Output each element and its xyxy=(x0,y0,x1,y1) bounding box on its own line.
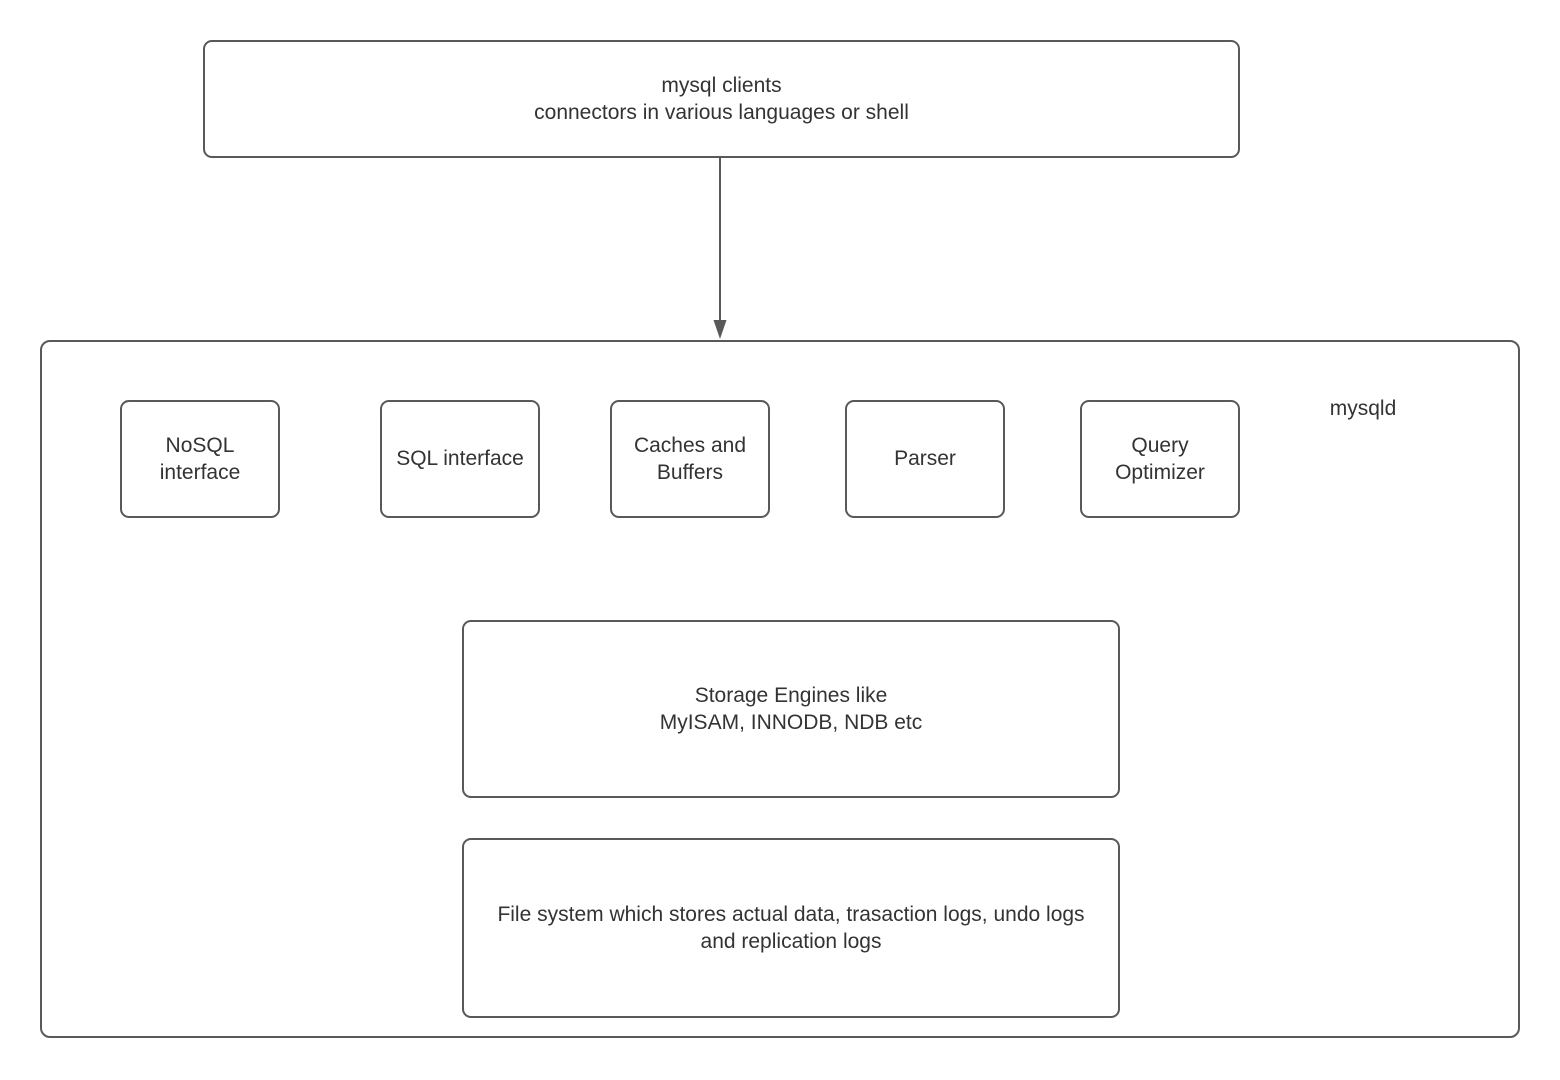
mysql-clients-node: mysql clients connectors in various lang… xyxy=(203,40,1240,158)
sql-interface-node: SQL interface xyxy=(380,400,540,518)
query-optimizer-node: Query Optimizer xyxy=(1080,400,1240,518)
file-system-label: File system which stores actual data, tr… xyxy=(497,902,1085,953)
sql-interface-label: SQL interface xyxy=(396,447,524,471)
file-system-node: File system which stores actual data, tr… xyxy=(462,838,1120,1018)
caches-and-buffers-node: Caches and Buffers xyxy=(610,400,770,518)
caches-and-buffers-label: Caches and Buffers xyxy=(633,433,747,484)
mysql-clients-label: mysql clients connectors in various lang… xyxy=(534,73,909,124)
clients-to-mysqld-arrow xyxy=(713,158,727,339)
mysqld-label: mysqld xyxy=(1329,397,1397,420)
nosql-interface-node: NoSQL interface xyxy=(120,400,280,518)
storage-engines-label: Storage Engines like MyISAM, INNODB, NDB… xyxy=(659,683,923,734)
parser-label: Parser xyxy=(894,447,956,471)
parser-node: Parser xyxy=(845,400,1005,518)
storage-engines-node: Storage Engines like MyISAM, INNODB, NDB… xyxy=(462,620,1120,798)
query-optimizer-label: Query Optimizer xyxy=(1115,433,1205,484)
nosql-interface-label: NoSQL interface xyxy=(159,433,241,484)
